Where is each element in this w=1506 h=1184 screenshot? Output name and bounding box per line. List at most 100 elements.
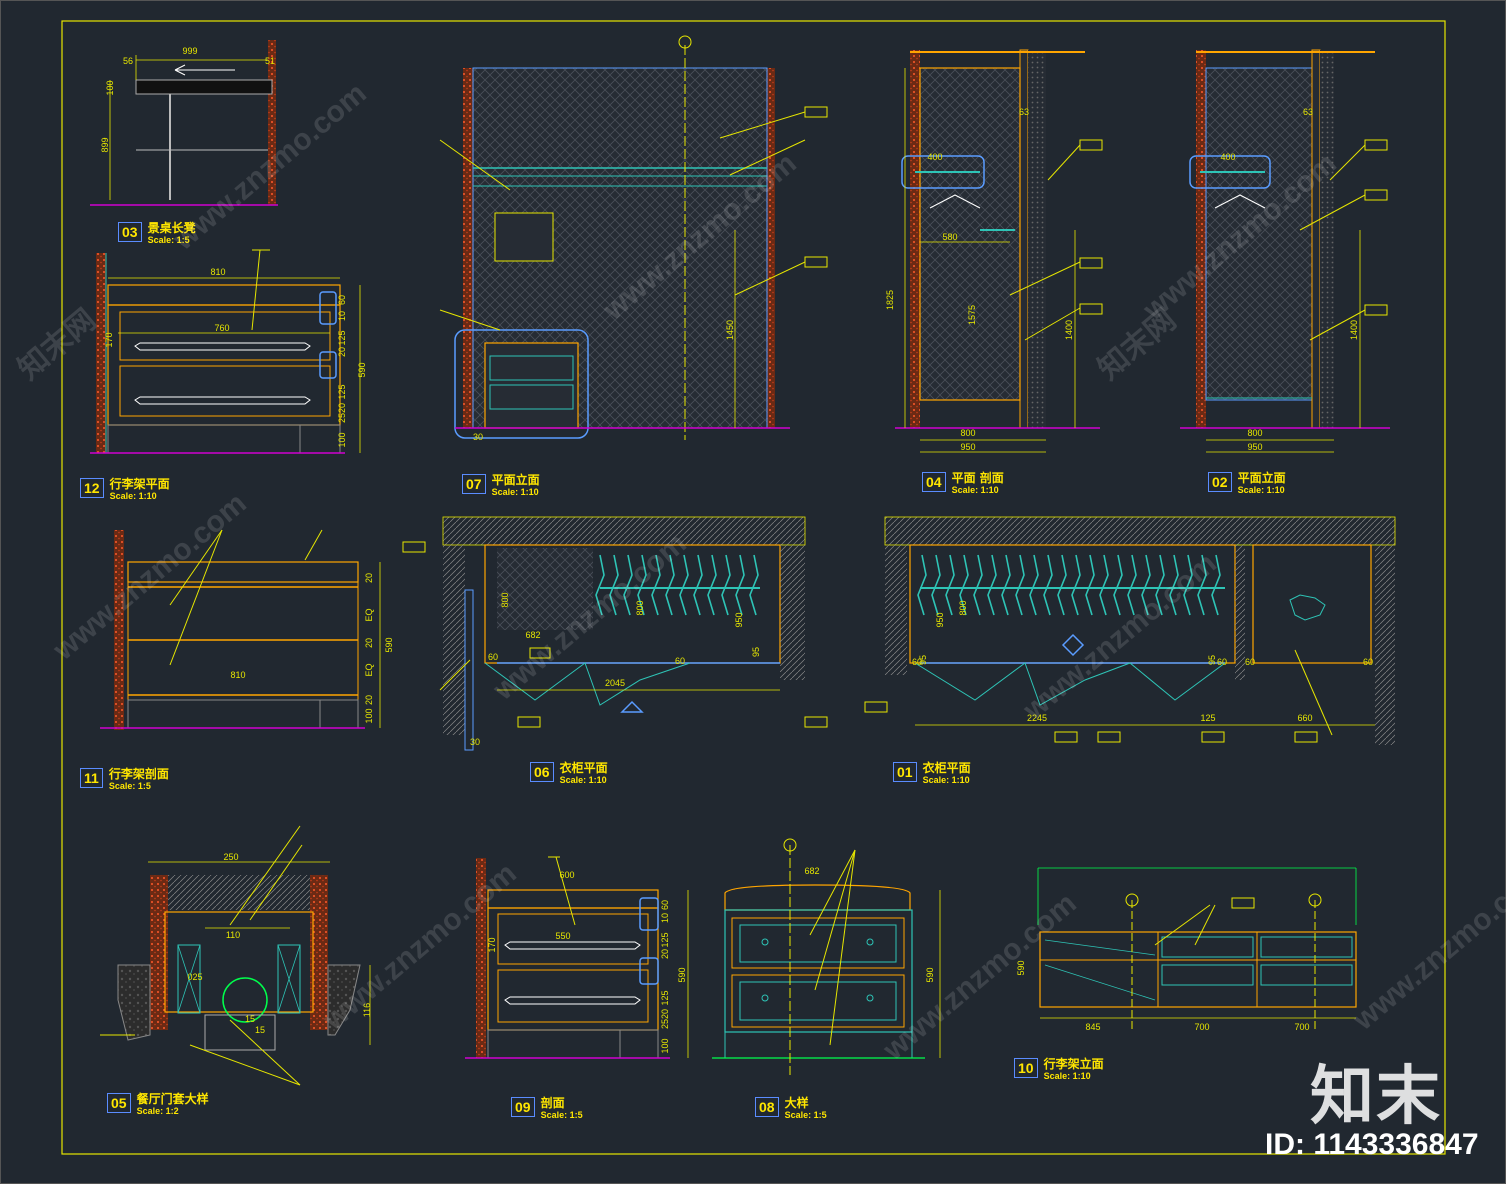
drawing-02-elevation xyxy=(1180,49,1390,453)
dimension-label: 15 xyxy=(255,1025,265,1035)
dimension-label: 950 xyxy=(1247,442,1262,452)
drawing-number: 06 xyxy=(530,762,554,782)
dimension-label: 800 xyxy=(635,600,645,615)
drawing-scale: Scale: 1:2 xyxy=(136,1106,179,1116)
dimension-label: 800 xyxy=(958,600,968,615)
hanger-icon xyxy=(1127,554,1137,616)
dimension-label: 800 xyxy=(500,592,510,607)
dimension-label: 116 xyxy=(362,1003,372,1017)
dimension-label: 20 xyxy=(364,573,374,583)
dimension-label: 760 xyxy=(214,323,229,333)
image-id-label: ID: 1143336847 xyxy=(1265,1128,1479,1161)
dimension-label: 170 xyxy=(487,937,497,952)
drawing-scale: Scale: 1:10 xyxy=(109,491,157,501)
dimension-label: 1400 xyxy=(1349,320,1359,340)
drawing-name: 大样 xyxy=(784,1096,809,1110)
drawing-name: 行李架立面 xyxy=(1043,1057,1104,1071)
hanger-icon xyxy=(679,554,689,616)
hanger-icon xyxy=(609,554,619,616)
drawing-name: 景桌长凳 xyxy=(147,221,196,235)
dimension-label: 30 xyxy=(473,432,483,442)
dimension-label: 125 xyxy=(1200,713,1215,723)
drawing-scale: Scale: 1:10 xyxy=(1237,485,1285,495)
hanger-icon xyxy=(693,554,703,616)
dimension-label: 590 xyxy=(357,362,367,377)
drawing-number: 11 xyxy=(80,768,103,788)
dimension-label: 590 xyxy=(384,637,394,652)
dimension-label: 56 xyxy=(123,56,133,66)
hanger-icon xyxy=(973,554,983,616)
dimension-label: 682 xyxy=(804,866,819,876)
drawing-number: 03 xyxy=(118,222,142,242)
hanger-icon xyxy=(1099,554,1109,616)
hanger-icon xyxy=(1113,554,1123,616)
hanger-icon xyxy=(595,554,605,616)
dimension-label: 25 xyxy=(660,1019,670,1029)
dimension-label: 170 xyxy=(104,332,114,347)
drawing-name: 剖面 xyxy=(540,1096,565,1110)
drawing-08-detail xyxy=(712,838,941,1075)
dimension-label: 125 xyxy=(660,932,670,947)
drawing-number: 05 xyxy=(107,1093,131,1113)
dimension-label: 25 xyxy=(337,413,347,423)
drawing-scale: Scale: 1:10 xyxy=(951,485,999,495)
dimension-label: 100 xyxy=(364,708,374,723)
drawing-name: 衣柜平面 xyxy=(559,761,608,775)
hangers-06 xyxy=(595,554,759,616)
dimension-label: 950 xyxy=(960,442,975,452)
dimension-label: 810 xyxy=(210,267,225,277)
drawing-number: 07 xyxy=(462,474,486,494)
dimension-label: 20 xyxy=(364,695,374,705)
dimension-label: 100 xyxy=(337,432,347,447)
drawing-name: 平面立面 xyxy=(491,473,540,487)
hanger-icon xyxy=(1043,554,1053,616)
dimension-label: 682 xyxy=(525,630,540,640)
hanger-icon xyxy=(707,554,717,616)
dimension-label: 60 xyxy=(1363,657,1373,667)
drawing-scale: Scale: 1:10 xyxy=(1043,1071,1091,1081)
hanger-icon xyxy=(1071,554,1081,616)
drawing-name: 平面 剖面 xyxy=(951,471,1004,485)
hanger-icon xyxy=(749,554,759,616)
dimension-label: 1450 xyxy=(725,320,735,340)
dimension-label: 2045 xyxy=(605,678,625,688)
hanger-icon xyxy=(1015,554,1025,616)
dimension-label: 20 xyxy=(660,949,670,959)
dimension-label: 60 xyxy=(660,900,670,910)
dimension-label: 20 xyxy=(337,403,347,413)
dimension-label: 700 xyxy=(1294,1022,1309,1032)
hanger-icon xyxy=(1183,554,1193,616)
drawing-number: 09 xyxy=(511,1097,535,1117)
dimension-label: EQ xyxy=(364,608,374,621)
dimension-label: 400 xyxy=(927,152,942,162)
dimension-label: 845 xyxy=(1085,1022,1100,1032)
dimension-label: 20 xyxy=(364,638,374,648)
hanger-icon xyxy=(987,554,997,616)
hanger-icon xyxy=(651,554,661,616)
dimension-label: 60 xyxy=(675,656,685,666)
drawing-name: 行李架剖面 xyxy=(108,767,169,781)
dimension-label: 60 xyxy=(1217,657,1227,667)
dimension-label: 2245 xyxy=(1027,713,1047,723)
drawing-name: 平面立面 xyxy=(1237,471,1286,485)
hanger-icon xyxy=(1169,554,1179,616)
dimension-label: 60 xyxy=(912,657,922,667)
hanger-icon xyxy=(1211,554,1221,616)
drawing-scale: Scale: 1:5 xyxy=(147,235,190,245)
dimension-label: 125 xyxy=(660,990,670,1005)
hanger-icon xyxy=(1001,554,1011,616)
dimension-label: 600 xyxy=(559,870,574,880)
dimension-label: 950 xyxy=(734,612,744,627)
dimension-label: 125 xyxy=(337,330,347,345)
dimension-label: 1400 xyxy=(1064,320,1074,340)
